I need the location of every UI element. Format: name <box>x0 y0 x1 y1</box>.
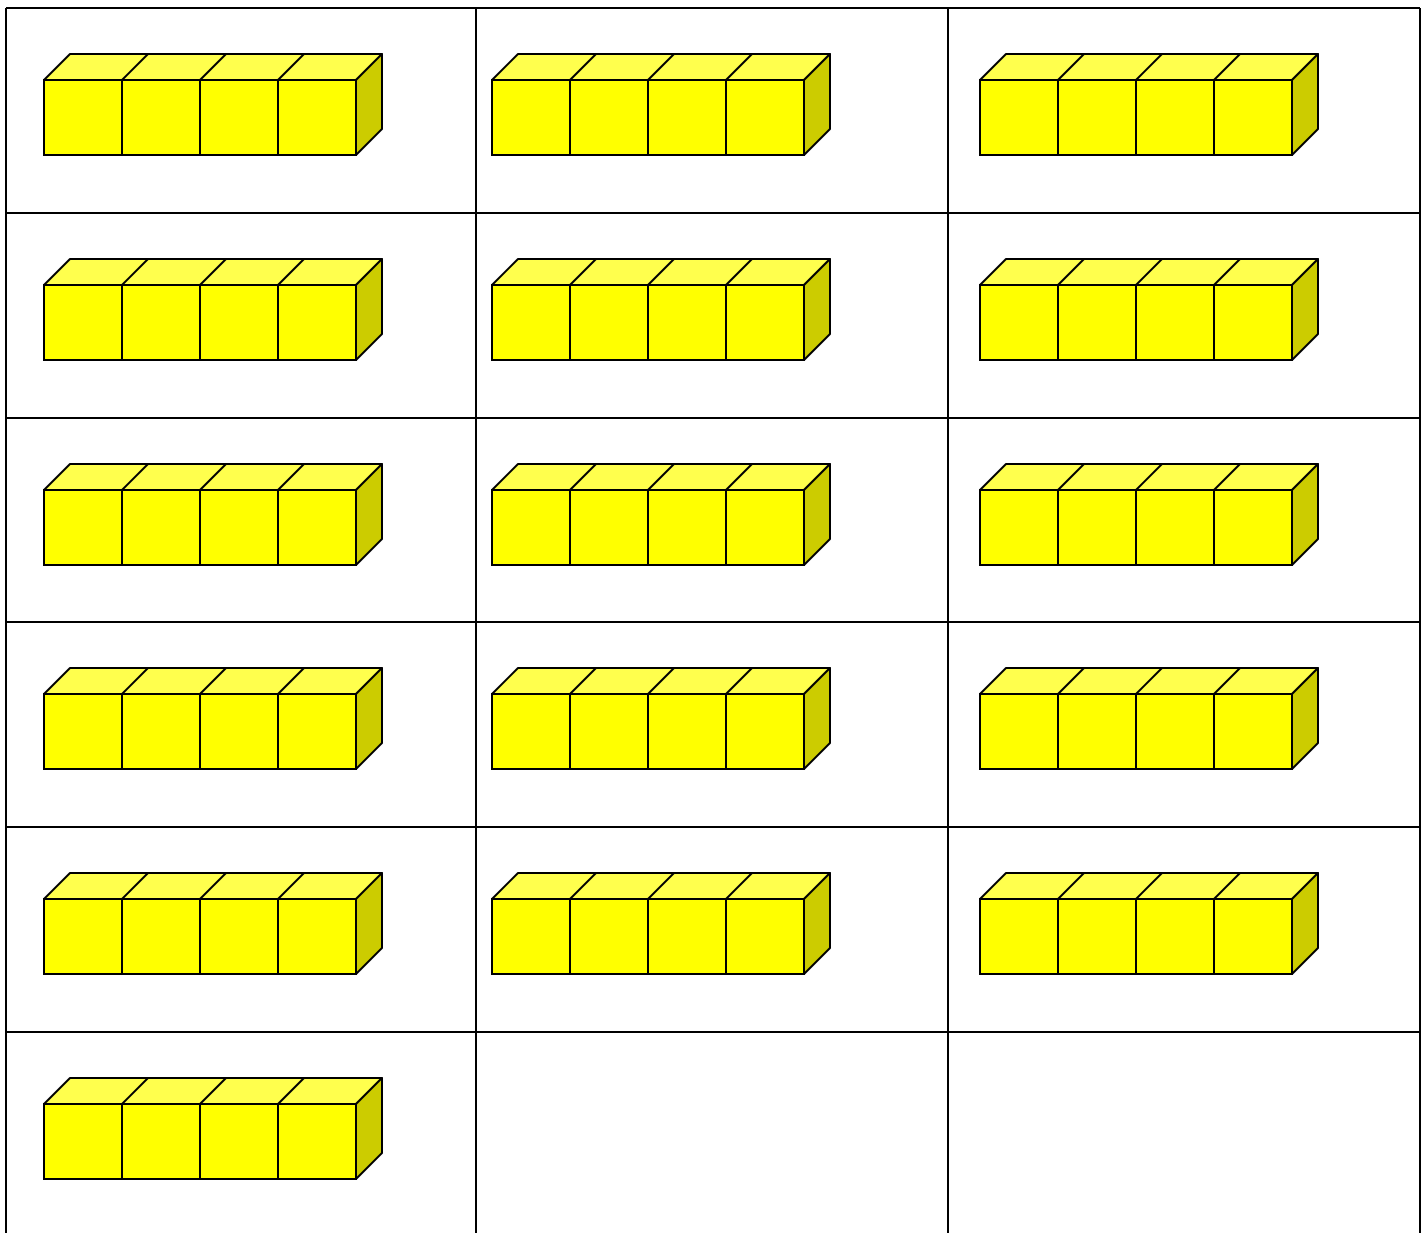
cube-front-face <box>1058 899 1136 974</box>
grid-cell <box>44 464 382 565</box>
cube-front-face <box>980 80 1058 155</box>
cube-rod <box>492 54 830 155</box>
cube-front-face <box>492 694 570 769</box>
cube-rod <box>44 259 382 360</box>
grid-cell <box>980 54 1318 155</box>
cube-front-face <box>200 899 278 974</box>
cube-front-face <box>570 899 648 974</box>
cube-front-face <box>980 694 1058 769</box>
cube-front-face <box>44 490 122 565</box>
cube-front-face <box>726 694 804 769</box>
cube-front-face <box>1058 285 1136 360</box>
cube-front-face <box>278 899 356 974</box>
cube-rod <box>44 54 382 155</box>
cube-rod <box>492 259 830 360</box>
cube-front-face <box>980 899 1058 974</box>
cube-front-face <box>44 1104 122 1179</box>
cube-front-face <box>1136 694 1214 769</box>
cube-rod <box>980 873 1318 974</box>
cube-front-face <box>1058 80 1136 155</box>
cube-front-face <box>648 899 726 974</box>
cube-front-face <box>122 80 200 155</box>
cube-front-face <box>200 1104 278 1179</box>
cube-front-face <box>122 285 200 360</box>
cube-front-face <box>278 490 356 565</box>
grid-cell <box>980 668 1318 769</box>
cube-front-face <box>200 694 278 769</box>
cube-front-face <box>648 80 726 155</box>
cube-front-face <box>44 80 122 155</box>
cube-front-face <box>122 899 200 974</box>
grid-cell <box>980 259 1318 360</box>
cube-front-face <box>980 490 1058 565</box>
grid-cell <box>492 259 830 360</box>
cube-front-face <box>200 80 278 155</box>
cube-front-face <box>570 490 648 565</box>
cube-front-face <box>278 80 356 155</box>
grid-cell <box>44 873 382 974</box>
cube-front-face <box>980 285 1058 360</box>
cube-front-face <box>492 80 570 155</box>
cube-front-face <box>1136 285 1214 360</box>
cube-front-face <box>492 490 570 565</box>
cube-front-face <box>200 490 278 565</box>
cube-front-face <box>1214 899 1292 974</box>
cube-front-face <box>44 285 122 360</box>
grid-cell <box>44 259 382 360</box>
cube-front-face <box>1214 694 1292 769</box>
cube-front-face <box>122 490 200 565</box>
cube-front-face <box>726 899 804 974</box>
cube-front-face <box>492 285 570 360</box>
grid-cell <box>492 873 830 974</box>
cube-rod <box>44 873 382 974</box>
cube-front-face <box>1214 490 1292 565</box>
cube-front-face <box>648 490 726 565</box>
cube-front-face <box>726 490 804 565</box>
cube-front-face <box>278 285 356 360</box>
cube-front-face <box>44 899 122 974</box>
cube-rod <box>44 668 382 769</box>
cube-front-face <box>1058 490 1136 565</box>
grid-cell <box>44 1078 382 1179</box>
cube-front-face <box>1214 80 1292 155</box>
cube-front-face <box>492 899 570 974</box>
cube-front-face <box>122 694 200 769</box>
grid-cell <box>44 668 382 769</box>
cube-front-face <box>648 694 726 769</box>
cube-front-face <box>44 694 122 769</box>
cube-rod <box>980 668 1318 769</box>
cube-rod <box>980 259 1318 360</box>
cube-front-face <box>648 285 726 360</box>
cube-front-face <box>570 80 648 155</box>
grid-cell <box>492 668 830 769</box>
cube-rod <box>44 464 382 565</box>
cube-front-face <box>570 285 648 360</box>
cube-front-face <box>570 694 648 769</box>
cube-front-face <box>1214 285 1292 360</box>
cube-rod <box>492 668 830 769</box>
cells-layer <box>44 54 1318 1179</box>
cube-front-face <box>1136 899 1214 974</box>
cube-front-face <box>1136 80 1214 155</box>
cube-front-face <box>278 694 356 769</box>
grid-cell <box>44 54 382 155</box>
cube-front-face <box>1136 490 1214 565</box>
grid-cell <box>980 873 1318 974</box>
cube-front-face <box>278 1104 356 1179</box>
grid-cell <box>980 464 1318 565</box>
cube-front-face <box>726 285 804 360</box>
cube-rod <box>44 1078 382 1179</box>
cube-rod <box>980 54 1318 155</box>
cube-front-face <box>726 80 804 155</box>
cube-rod <box>492 873 830 974</box>
grid-lines <box>6 8 1420 1233</box>
cube-rod <box>492 464 830 565</box>
cube-front-face <box>1058 694 1136 769</box>
cube-rod <box>980 464 1318 565</box>
cube-front-face <box>200 285 278 360</box>
cube-front-face <box>122 1104 200 1179</box>
grid-cell <box>492 464 830 565</box>
grid-cell <box>492 54 830 155</box>
